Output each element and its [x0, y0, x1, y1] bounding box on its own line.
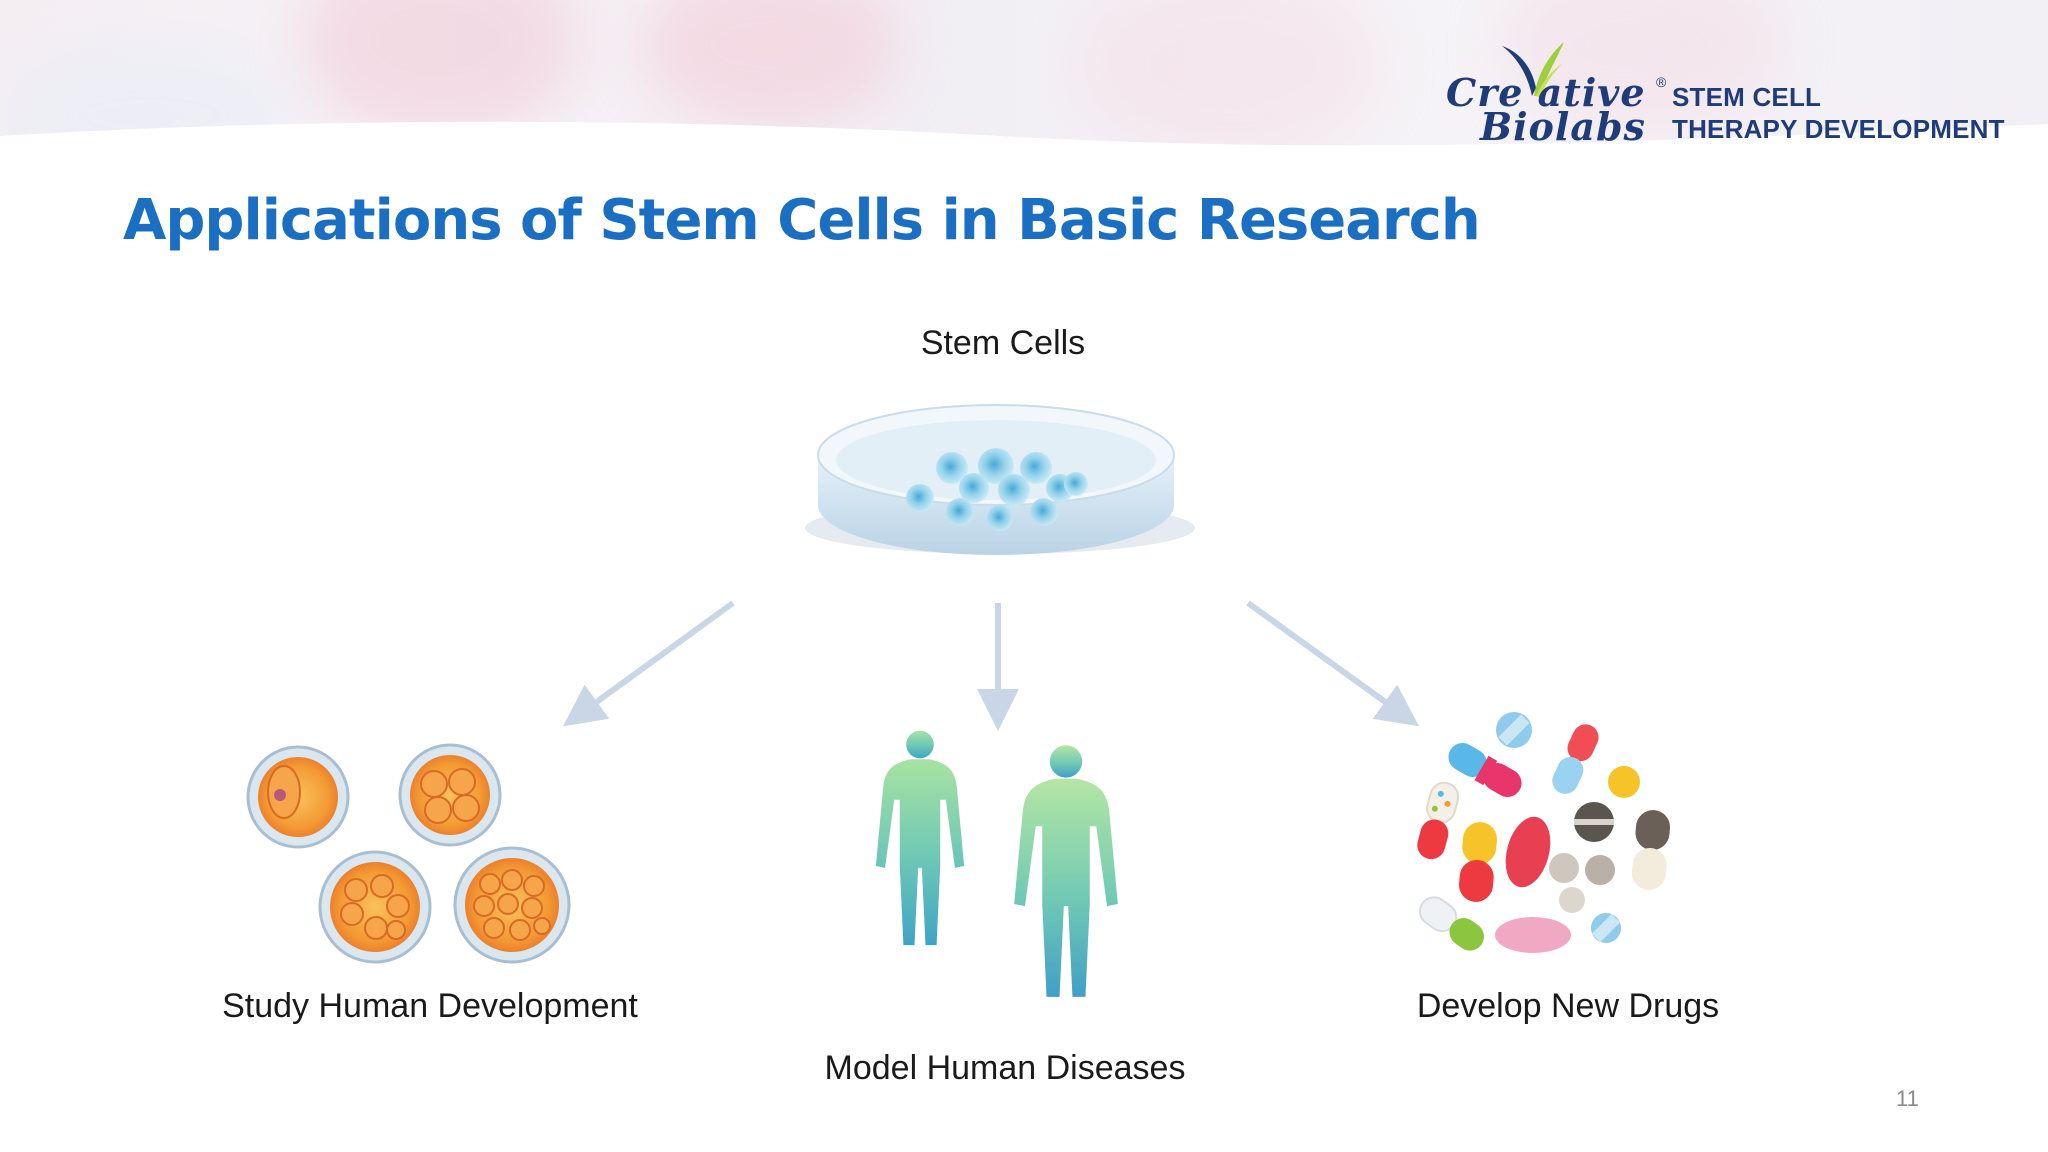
page-title: Applications of Stem Cells in Basic Rese…	[123, 188, 1481, 253]
page-number: 11	[1896, 1086, 1919, 1111]
root-label-stem-cells: Stem Cells	[920, 324, 1086, 362]
arrow-left	[563, 600, 735, 727]
branch-label-development: Study Human Development	[222, 987, 638, 1025]
banner-wave	[0, 121, 2048, 180]
registered-mark: ®	[1656, 74, 1667, 90]
embryo-cells-icon	[246, 743, 571, 964]
brand-word-creative: Cre ative	[1446, 70, 1646, 115]
leaf-icon	[1502, 42, 1564, 98]
branch-label-diseases: Model Human Diseases	[824, 1049, 1186, 1087]
company-logo: Cre ative Biolabs ® STEM CELL THERAPY DE…	[1440, 40, 2020, 150]
tagline-line-1: STEM CELL	[1672, 82, 1822, 112]
human-figures-icon	[875, 730, 1118, 997]
pills-icon	[1417, 712, 1671, 953]
petri-dish-icon	[805, 404, 1195, 555]
brand-word-biolabs: Biolabs	[1480, 104, 1646, 149]
branch-label-drugs: Develop New Drugs	[1416, 987, 1720, 1025]
tagline-line-2: THERAPY DEVELOPMENT	[1672, 114, 2005, 144]
arrow-right	[1246, 600, 1420, 727]
